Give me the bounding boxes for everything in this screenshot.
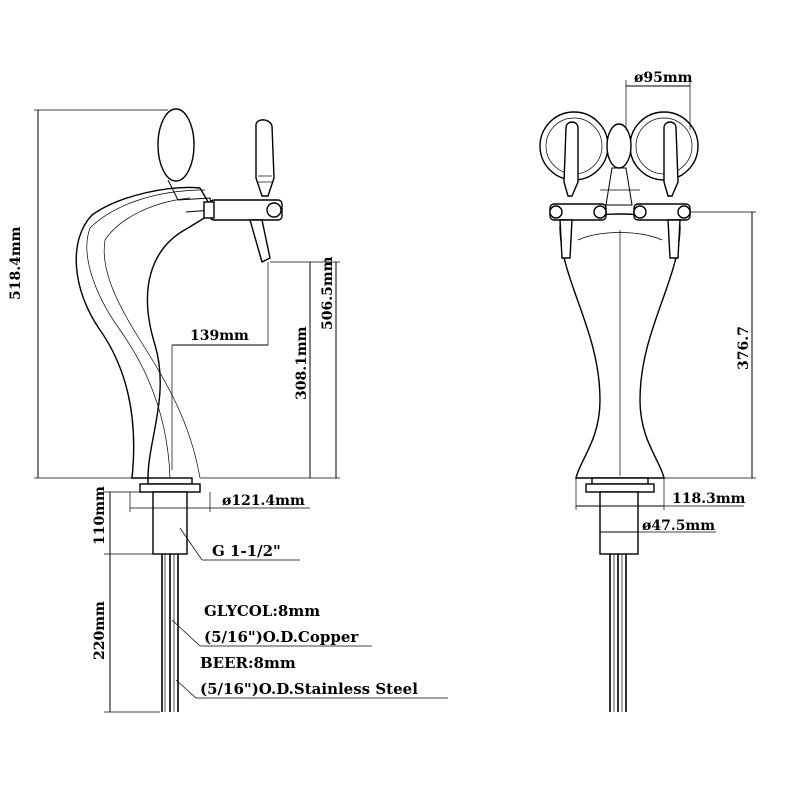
side-tower-inner-curve-2 [103, 197, 201, 479]
dim-front-base-width-label: 118.3mm [672, 491, 746, 507]
dim-line-length-label: 220mm [92, 601, 108, 660]
thread-callout: G 1-1/2" [179, 527, 300, 561]
dim-spout-height: 308.1mm [294, 262, 311, 478]
dim-base-diameter: ø121.4mm [129, 492, 310, 512]
dim-total-height-label: 518.4mm [8, 226, 24, 300]
side-handle [255, 119, 275, 197]
side-faucet-cap [266, 202, 282, 218]
dim-ring-diameter: ø95mm [625, 70, 693, 130]
dim-shank-diameter-label: ø47.5mm [642, 518, 715, 534]
dim-front-spout-height: 376.7 [664, 211, 756, 479]
dim-front-spout-height-label: 376.7 [736, 326, 752, 370]
dim-base-diameter-label: ø121.4mm [222, 493, 305, 509]
side-tower-inner-curve [86, 189, 206, 479]
side-tubes [161, 554, 179, 712]
thread-label: G 1-1/2" [212, 542, 281, 560]
front-base-plate [585, 483, 655, 493]
dim-spout-reach: 139mm [171, 262, 269, 470]
side-shank [152, 491, 188, 555]
glycol-note-line2: (5/16")O.D.Copper [204, 628, 359, 646]
front-handle-left [563, 121, 579, 197]
front-handle-right [663, 121, 679, 197]
beer-note-line1: BEER:8mm [200, 654, 296, 672]
glycol-note-line1: GLYCOL:8mm [204, 602, 320, 620]
front-center-oval [606, 123, 632, 169]
tube-callouts: GLYCOL:8mm (5/16")O.D.Copper BEER:8mm (5… [171, 602, 448, 699]
side-spout [249, 219, 271, 264]
dim-shank-length-label: 110mm [92, 486, 108, 545]
dim-spout-height-label: 308.1mm [294, 326, 310, 400]
side-faucet-nut [203, 201, 215, 219]
front-view: ø95mm 376.7 118.3mm ø47.5mm [539, 70, 756, 712]
side-base-top [147, 477, 193, 485]
dim-line-length: 220mm [92, 554, 160, 713]
front-shank [599, 491, 639, 555]
dim-front-base-width: 118.3mm [575, 478, 746, 510]
side-base-plate [139, 483, 201, 493]
front-tubes [609, 554, 627, 712]
dim-shank-diameter: ø47.5mm [599, 518, 716, 536]
side-head-oval [157, 108, 195, 182]
front-base-top [591, 477, 649, 485]
dim-shank-length: 110mm [92, 486, 153, 555]
dim-height-to-spout: 506.5mm [200, 256, 340, 479]
side-view: 518.4mm 506.5mm 308.1mm 139mm ø121. [8, 108, 448, 713]
beer-note-line2: (5/16")O.D.Stainless Steel [200, 680, 418, 698]
dim-height-to-spout-label: 506.5mm [320, 256, 336, 330]
dim-spout-reach-label: 139mm [190, 328, 249, 344]
dim-total-height: 518.4mm [8, 109, 168, 479]
side-tower-body [75, 186, 215, 479]
dim-ring-diameter-label: ø95mm [634, 70, 693, 86]
